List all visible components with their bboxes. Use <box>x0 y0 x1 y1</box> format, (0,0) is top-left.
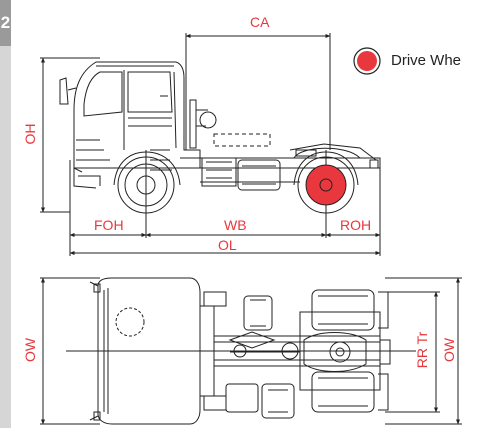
label-roh: ROH <box>340 217 372 233</box>
label-ca: CA <box>250 14 270 30</box>
legend-marker-fill <box>357 51 377 71</box>
label-oh: OH <box>22 123 38 145</box>
label-ow-left: OW <box>22 337 38 362</box>
label-rr-tr: RR Tr <box>414 331 430 369</box>
label-ow-right: OW <box>441 337 457 362</box>
truck-top-view <box>89 277 391 425</box>
legend-label: Drive Whe <box>391 52 462 69</box>
section-tab: 2 <box>0 0 11 428</box>
label-wb: WB <box>224 217 247 233</box>
truck-side-view <box>59 61 381 214</box>
label-ol: OL <box>218 237 237 253</box>
section-number: 2 <box>0 0 11 46</box>
label-foh: FOH <box>94 217 124 233</box>
drive-wheel-rear <box>305 164 347 206</box>
top-dimension-lines <box>40 277 462 425</box>
side-dimension-lines <box>40 33 381 256</box>
